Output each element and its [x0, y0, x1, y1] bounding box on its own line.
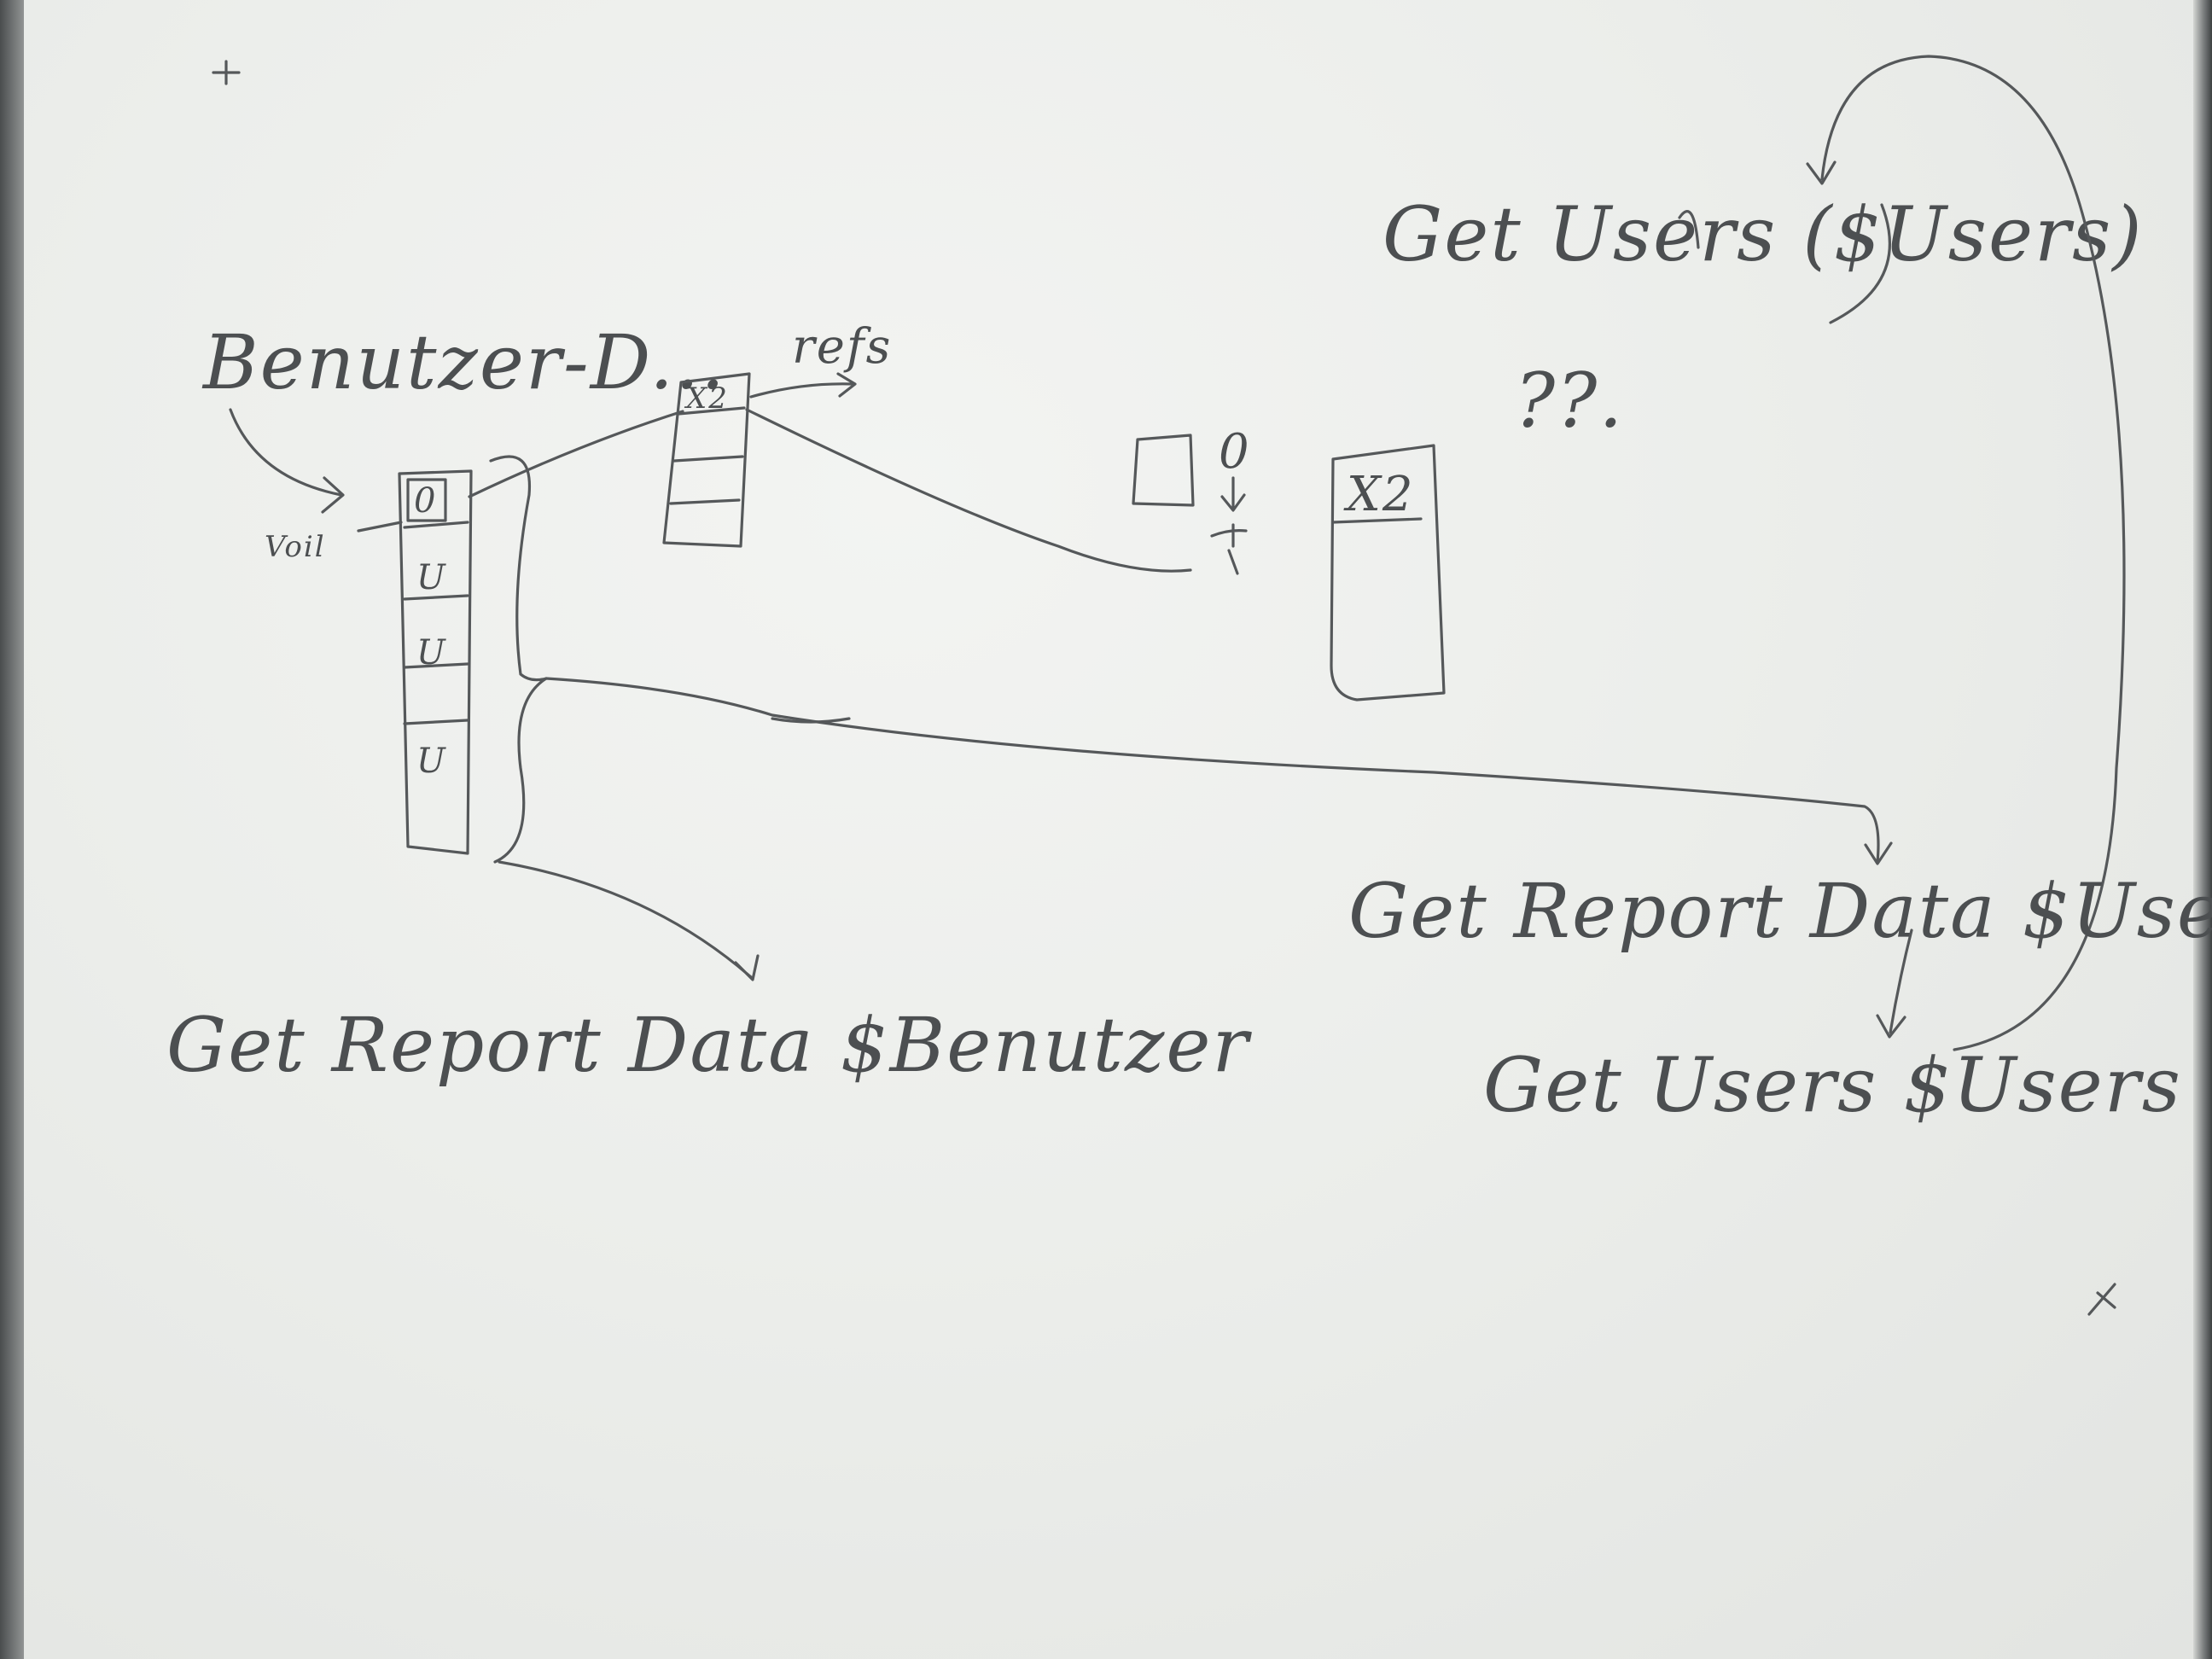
link-table-to-figure [745, 408, 1192, 573]
right-table-header: X2 [1343, 467, 1415, 522]
get-users-bottom-label: Get Users $Users [1483, 1041, 2182, 1129]
user-array: 0 U U U [398, 469, 473, 855]
get-report-right-label: Get Report Data $Users [1348, 867, 2212, 955]
benutzer-label: Benutzer-D... [201, 318, 726, 406]
array-cell-u-1: U [416, 558, 447, 597]
stick-figure: 0 [1210, 424, 1251, 575]
stray-cross-mark [212, 60, 241, 85]
paren-right [1829, 203, 1891, 324]
array-cell-u-2: U [416, 633, 447, 672]
middle-table: X2 [662, 372, 751, 548]
stick-figure-head: 0 [1219, 424, 1251, 480]
whiteboard [24, 0, 2198, 1659]
voil-label: Voil [265, 530, 326, 564]
link-brace-to-report [544, 677, 1893, 865]
link-array-to-table [468, 410, 684, 498]
stray-mark-bottom-right [2087, 1283, 2116, 1316]
refs-label: refs [792, 319, 892, 375]
right-table: X2 [1330, 444, 1446, 701]
array-cell-null: 0 [414, 481, 437, 521]
array-brace [489, 455, 548, 864]
smudge-mark [771, 717, 851, 724]
loop-arrow [1806, 55, 2126, 1051]
get-report-left-label: Get Report Data $Benutzer [166, 1001, 1252, 1089]
small-square [1132, 434, 1195, 507]
whiteboard-frame-right [2193, 0, 2212, 1659]
benutzer-arrow [229, 408, 345, 514]
question-marks: ??. [1515, 357, 1624, 445]
get-users-top-label: Get Users ($Users) [1382, 190, 2144, 278]
voil-pointer [357, 521, 403, 533]
array-cell-u-3: U [416, 742, 447, 781]
refs-arrow [749, 372, 857, 399]
arrow-brace-to-report-left [498, 860, 760, 981]
paren-left [1678, 210, 1700, 249]
middle-table-header: X2 [684, 381, 729, 416]
arrow-report-to-users [1876, 928, 1913, 1039]
